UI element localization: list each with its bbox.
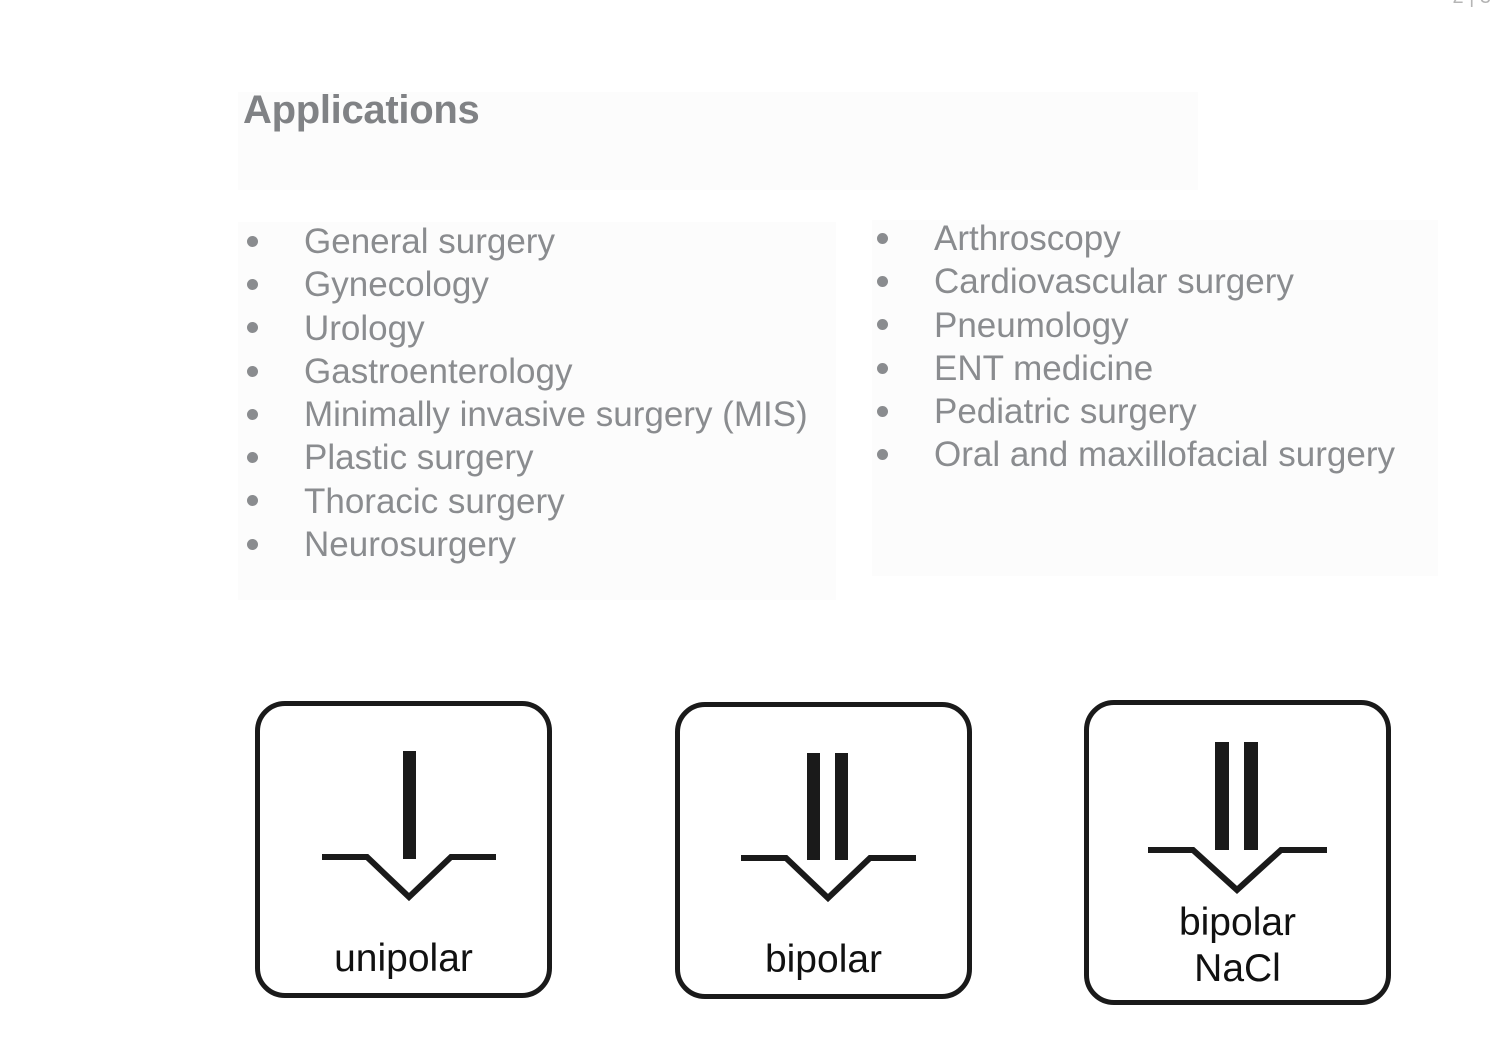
- bullet-icon: [247, 365, 258, 377]
- title-panel: [238, 92, 1198, 190]
- list-item-label: Oral and maxillofacial surgery: [934, 435, 1396, 475]
- mode-label-line: bipolar: [1178, 901, 1297, 944]
- list-item-label: Minimally invasive surgery (MIS): [304, 395, 808, 435]
- mode-label-line: NaCl: [1194, 947, 1281, 990]
- right-list-panel: [872, 220, 1438, 576]
- left-list-panel: [238, 222, 836, 600]
- list-item-label: Pneumology: [934, 305, 1129, 345]
- bullet-icon: [877, 232, 888, 244]
- unipolar-electrode-icon: [322, 751, 496, 902]
- bullet-icon: [877, 449, 888, 461]
- list-item-label: Cardiovascular surgery: [934, 262, 1294, 302]
- bullet-icon: [247, 538, 258, 550]
- bipolar-mode-card: bipolar: [675, 702, 972, 999]
- list-item-label: Pediatric surgery: [934, 392, 1197, 432]
- bullet-icon: [247, 408, 258, 420]
- list-item-label: Gastroenterology: [304, 351, 573, 391]
- mode-label: unipolar: [334, 937, 473, 980]
- list-item-label: ENT medicine: [934, 348, 1154, 388]
- bipolar-nacl-electrode-icon: [1148, 742, 1327, 895]
- bullet-icon: [877, 405, 888, 417]
- bullet-icon: [877, 362, 888, 374]
- bullet-icon: [877, 319, 888, 331]
- bullet-icon: [247, 452, 258, 464]
- list-item-label: Arthroscopy: [934, 219, 1121, 258]
- mode-label: bipolar: [764, 938, 883, 981]
- bullet-icon: [247, 322, 258, 334]
- bipolar-nacl-mode-card: bipolar NaCl: [1084, 700, 1391, 1005]
- bullet-icon: [877, 275, 888, 287]
- list-item-label: Gynecology: [304, 265, 489, 305]
- page-number: 2 | 3: [1452, 0, 1491, 9]
- list-item-label: General surgery: [304, 222, 555, 261]
- bipolar-electrode-icon: [741, 753, 916, 903]
- page-title: Applications: [243, 88, 480, 132]
- bullet-icon: [247, 495, 258, 507]
- bullet-icon: [247, 278, 258, 290]
- list-item-label: Plastic surgery: [304, 438, 534, 478]
- bullet-icon: [247, 235, 258, 247]
- mode-label: bipolar NaCl: [1089, 900, 1386, 992]
- list-item-label: Thoracic surgery: [304, 481, 565, 521]
- list-item-label: Neurosurgery: [304, 525, 517, 565]
- list-item-label: Urology: [304, 308, 425, 348]
- unipolar-mode-card: unipolar: [255, 701, 552, 998]
